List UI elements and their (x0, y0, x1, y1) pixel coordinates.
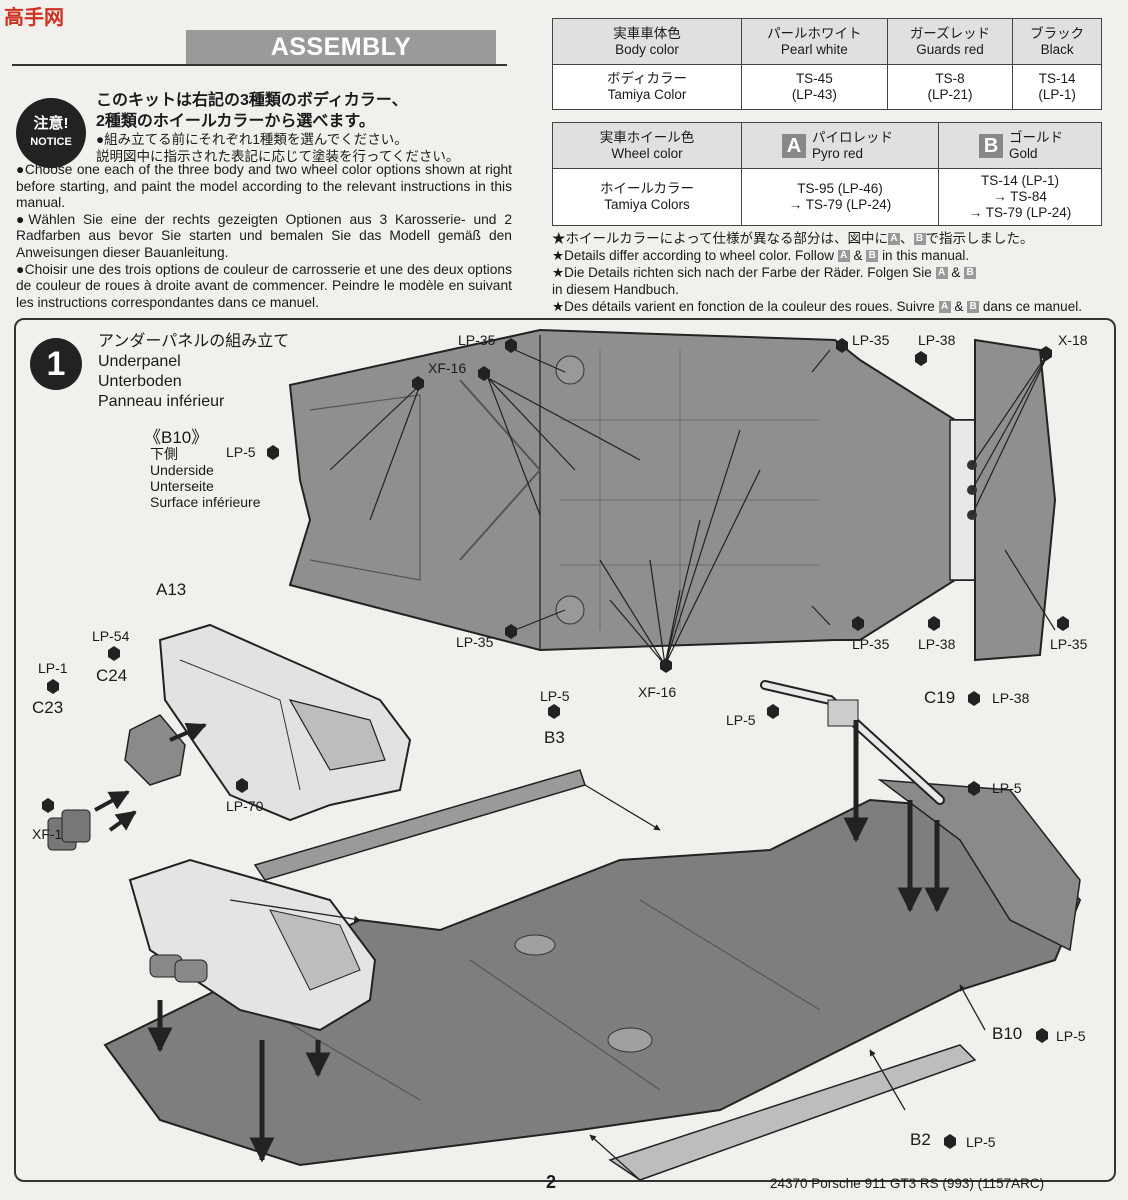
hex-xf16-bot (660, 658, 672, 673)
label-b2: B2 (910, 1130, 931, 1149)
label-c24: C24 (96, 666, 128, 685)
label-lp38-b: LP-38 (918, 636, 956, 652)
hex-lp70 (236, 778, 248, 793)
label-lp35-br: LP-35 (1050, 636, 1088, 652)
label-lp38-t: LP-38 (918, 332, 956, 348)
label-lp35-tr: LP-35 (852, 332, 890, 348)
hex-lp5-b10 (1036, 1028, 1048, 1043)
label-lp38-c19: LP-38 (992, 690, 1030, 706)
kit-title: 24370 Porsche 911 GT3 RS (993) (1157ARC) (770, 1176, 1045, 1191)
label-xf16-top: XF-16 (428, 360, 467, 376)
label-lp54: LP-54 (92, 628, 130, 644)
notice-badge: 注意! NOTICE (16, 98, 86, 168)
label-c23: C23 (32, 698, 64, 717)
label-c19: C19 (924, 688, 956, 707)
wheel-option-a-badge: A (782, 133, 806, 158)
svg-text:高手网: 高手网 (4, 5, 64, 29)
hex-lp54 (108, 646, 120, 661)
label-lp35-tl: LP-35 (458, 332, 496, 348)
watermark-logo: 高手网 (0, 2, 80, 40)
hex-lp38-b (928, 616, 940, 631)
hex-lp1 (47, 679, 59, 694)
label-lp5-b10: LP-5 (1056, 1028, 1086, 1044)
part-c24 (124, 714, 186, 786)
part-a13-assembled (128, 858, 377, 1032)
label-lp35-bl: LP-35 (456, 634, 494, 650)
label-x18: X-18 (1058, 332, 1088, 348)
step-number: 1 (30, 338, 82, 390)
hex-lp35-bl (505, 624, 517, 639)
chassis-main (103, 769, 1082, 1181)
part-a13 (158, 623, 412, 822)
label-lp5-b2: LP-5 (966, 1134, 996, 1150)
label-xf16-bot: XF-16 (638, 684, 677, 700)
part-c19 (760, 680, 945, 805)
assembly-heading: ASSEMBLY (186, 30, 496, 64)
label-lp5-c19: LP-5 (726, 712, 756, 728)
page-number: 2 (546, 1172, 557, 1192)
intro-jp-bold: このキットは右記の3種類のボディカラー、 2種類のホイールカラーから選べます。 (96, 92, 408, 130)
label-lp5-r: LP-5 (992, 780, 1022, 796)
hex-lp5-r (968, 781, 980, 796)
heading-divider (12, 64, 507, 66)
label-a13: A13 (156, 580, 187, 599)
hex-lp35-tl (505, 338, 517, 353)
step-1-panel (14, 318, 1116, 1182)
hex-xf16-top-2 (412, 376, 424, 391)
bullet-en: ●Choose one each of the three body and t… (16, 162, 512, 211)
hex-xf16-top-1 (478, 366, 490, 381)
instruction-bullets: ●Choose one each of the three body and t… (16, 162, 512, 311)
hex-xf1 (42, 798, 54, 813)
part-c23 (47, 809, 91, 851)
bullet-fr: ●Choisir une des trois options de couleu… (16, 261, 512, 310)
label-lp5-left: LP-5 (226, 444, 256, 460)
label-lp1: LP-1 (38, 660, 68, 676)
hex-lp38-c19 (968, 691, 980, 706)
underpanel-top-view (288, 328, 1057, 662)
label-lp5-b3: LP-5 (540, 688, 570, 704)
hex-lp35-br (1057, 616, 1069, 631)
hex-lp5-left (267, 445, 279, 460)
step-title: アンダーパネルの組み立て Underpanel Unterboden Panne… (98, 333, 290, 410)
wheel-option-b-badge: B (979, 133, 1004, 158)
hex-lp5-c19 (767, 704, 779, 719)
bullet-de: ●Wählen Sie eine der rechts gezeigten Op… (16, 211, 512, 260)
intro-jp: ●組み立てる前にそれぞれ1種類を選んでください。 説明図中に指示された表記に応じ… (96, 132, 460, 164)
hex-lp5-b3 (548, 704, 560, 719)
underside-label: 《B10》 下側 Underside Unterseite Surface in… (144, 428, 261, 510)
label-lp70: LP-70 (226, 798, 264, 814)
hex-x18 (1040, 346, 1052, 361)
hex-lp5-b2 (944, 1134, 956, 1149)
hex-lp35-bm (852, 616, 864, 631)
label-xf1: XF-1 (32, 826, 63, 842)
label-b10: B10 (992, 1024, 1023, 1043)
hex-lp38-t (915, 351, 927, 366)
label-lp35-bm: LP-35 (852, 636, 890, 652)
label-b3: B3 (544, 728, 565, 747)
hex-lp35-tr (836, 338, 848, 353)
